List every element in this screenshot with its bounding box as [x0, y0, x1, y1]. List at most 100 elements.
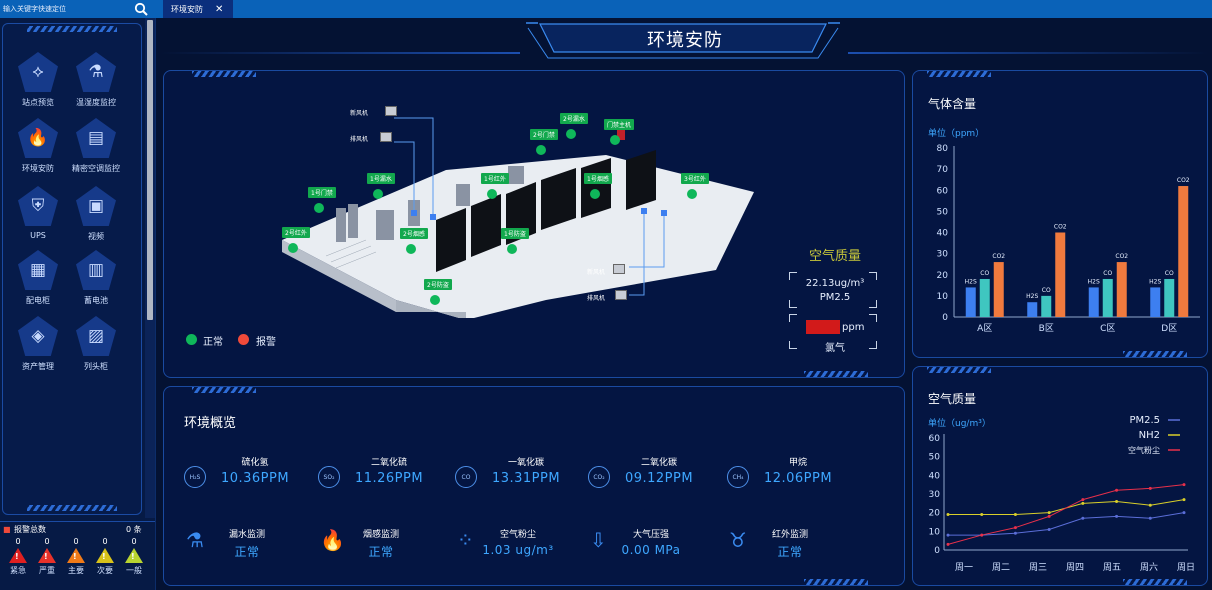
exhaust-fan-icon[interactable] [615, 290, 627, 300]
nav-item-3[interactable]: ▤精密空调监控 [64, 118, 128, 180]
sensor-status-dot [288, 243, 298, 253]
title-line [848, 52, 1208, 54]
nav-item-1[interactable]: ⚗温湿度监控 [64, 52, 128, 114]
line-point [1182, 498, 1186, 502]
sensor-tag[interactable]: 2号门禁 [530, 129, 558, 140]
alarm-level-name: 一般 [126, 566, 142, 575]
line-point [1148, 486, 1152, 490]
line-point [1182, 511, 1186, 515]
fresh-air-fan-icon[interactable] [613, 264, 625, 274]
y-tick-label: 80 [937, 144, 949, 154]
sensor-tag[interactable]: 2号漏水 [560, 113, 588, 124]
line-point [1182, 483, 1186, 487]
nav-icon-frame: ▤ [76, 118, 116, 158]
tab-close-icon[interactable]: ✕ [215, 3, 224, 15]
sensor-tag[interactable]: 1号烟感 [584, 173, 612, 184]
taurus-icon: ♉ [729, 528, 747, 552]
sidebar-scrollbar[interactable] [145, 18, 155, 518]
nav-item-5[interactable]: ▣视频 [64, 186, 128, 248]
nav-icon-frame: ◈ [18, 316, 58, 356]
panel-decoration [192, 71, 256, 77]
nav-item-8[interactable]: ◈资产管理 [6, 316, 70, 378]
image-icon: ▣ [87, 195, 105, 216]
line-point [1047, 511, 1051, 515]
gas-label: 氯气 [825, 343, 845, 354]
bar-series-label: CO2 [992, 253, 1005, 260]
y-tick-label: 20 [929, 509, 941, 519]
panel-decoration [27, 505, 117, 511]
alarm-level-0: 0!紧急 [6, 537, 30, 576]
line-point [1081, 501, 1085, 505]
nav-item-2[interactable]: 🔥环境安防 [6, 118, 70, 180]
nav-item-6[interactable]: ▦配电柜 [6, 250, 70, 312]
search-input[interactable] [0, 1, 130, 17]
shield-icon: ⛨ [31, 195, 45, 216]
x-tick-label: D区 [1161, 323, 1177, 334]
line-point [946, 542, 950, 546]
status-reading-4: 红外监测正常 [753, 527, 827, 560]
sensor-tag[interactable]: 门禁主机 [604, 119, 635, 130]
device-label: 排风机 [587, 295, 606, 302]
bar-co [1164, 278, 1175, 317]
nav-item-4[interactable]: ⛨UPS [6, 186, 70, 248]
bar-series-label: CO2 [1177, 177, 1190, 184]
panel-decoration [27, 26, 117, 32]
fresh-air-fan-icon[interactable] [385, 106, 397, 116]
sensor-tag[interactable]: 1号门禁 [308, 187, 336, 198]
bar-series-label: CO [1165, 270, 1174, 277]
gas-name: 二氧化硫 [370, 458, 407, 468]
status-name: 漏水监测 [228, 530, 265, 540]
alarm-level-2: 0!主要 [64, 537, 88, 576]
exhaust-fan-icon[interactable] [380, 132, 392, 142]
scrollbar-thumb[interactable] [147, 20, 153, 320]
warning-icon: ! [96, 548, 114, 563]
nav-icon-frame: ▥ [76, 250, 116, 290]
nav-icon-frame: ▦ [18, 250, 58, 290]
status-value: 正常 [777, 545, 803, 559]
nav-item-0[interactable]: ⟡站点预览 [6, 52, 70, 114]
sensor-tag[interactable]: 1号红外 [481, 173, 509, 184]
search-icon[interactable] [134, 2, 148, 16]
bar-series-label: CO2 [1115, 253, 1128, 260]
bar-h2s [1088, 287, 1099, 317]
panel-decoration [804, 579, 868, 585]
sensor-tag[interactable]: 1号防盗 [501, 228, 529, 239]
frame-corner [789, 341, 797, 349]
ch4-icon: CH₄ [727, 466, 749, 488]
legend-label: 空气粉尘 [1128, 445, 1160, 455]
line-point [1148, 503, 1152, 507]
frame-corner [869, 300, 877, 308]
alarm-level-3: 0!次要 [93, 537, 117, 576]
bar-co2 [1178, 186, 1189, 317]
panel-decoration [192, 387, 256, 393]
sensor-tag[interactable]: 1号漏水 [367, 173, 395, 184]
air-quality-panel [912, 366, 1208, 586]
panel-decoration [1123, 351, 1187, 357]
status-value: 正常 [234, 545, 260, 559]
y-tick-label: 60 [929, 434, 941, 444]
sensor-tag[interactable]: 2号烟感 [400, 228, 428, 239]
sensor-tag[interactable]: 2号红外 [282, 227, 310, 238]
alarm-total-count: 0 条 [126, 525, 142, 534]
line-point [1013, 531, 1017, 535]
gas-unit: ppm [842, 322, 865, 333]
aq-unit-label: 单位（ug/m³） [928, 419, 991, 429]
tab-environment-security[interactable]: 环境安防 ✕ [163, 0, 233, 18]
x-tick-label: 周三 [1029, 562, 1047, 573]
y-tick-label: 60 [937, 186, 949, 196]
line-series [948, 499, 1185, 516]
bar-series-label: H2S [1149, 278, 1161, 285]
nav-item-7[interactable]: ▥蓄电池 [64, 250, 128, 312]
line-point [946, 533, 950, 537]
nav-icon-frame: ▣ [76, 186, 116, 226]
alarm-bell-icon: ■ [3, 525, 11, 534]
flask-icon: ⚗ [88, 61, 104, 82]
title-frame [526, 22, 840, 59]
fire-icon: 🔥 [27, 127, 49, 148]
sensor-tag[interactable]: 3号红外 [681, 173, 709, 184]
air-quality-line-chart: 0102030405060周一周二周三周四周五周六周日PM2.5NH2空气粉尘 [929, 415, 1195, 573]
nav-item-9[interactable]: ▨列头柜 [64, 316, 128, 378]
sensor-tag[interactable]: 2号防盗 [424, 279, 452, 290]
gas-value: 11.26PPM [354, 471, 424, 486]
